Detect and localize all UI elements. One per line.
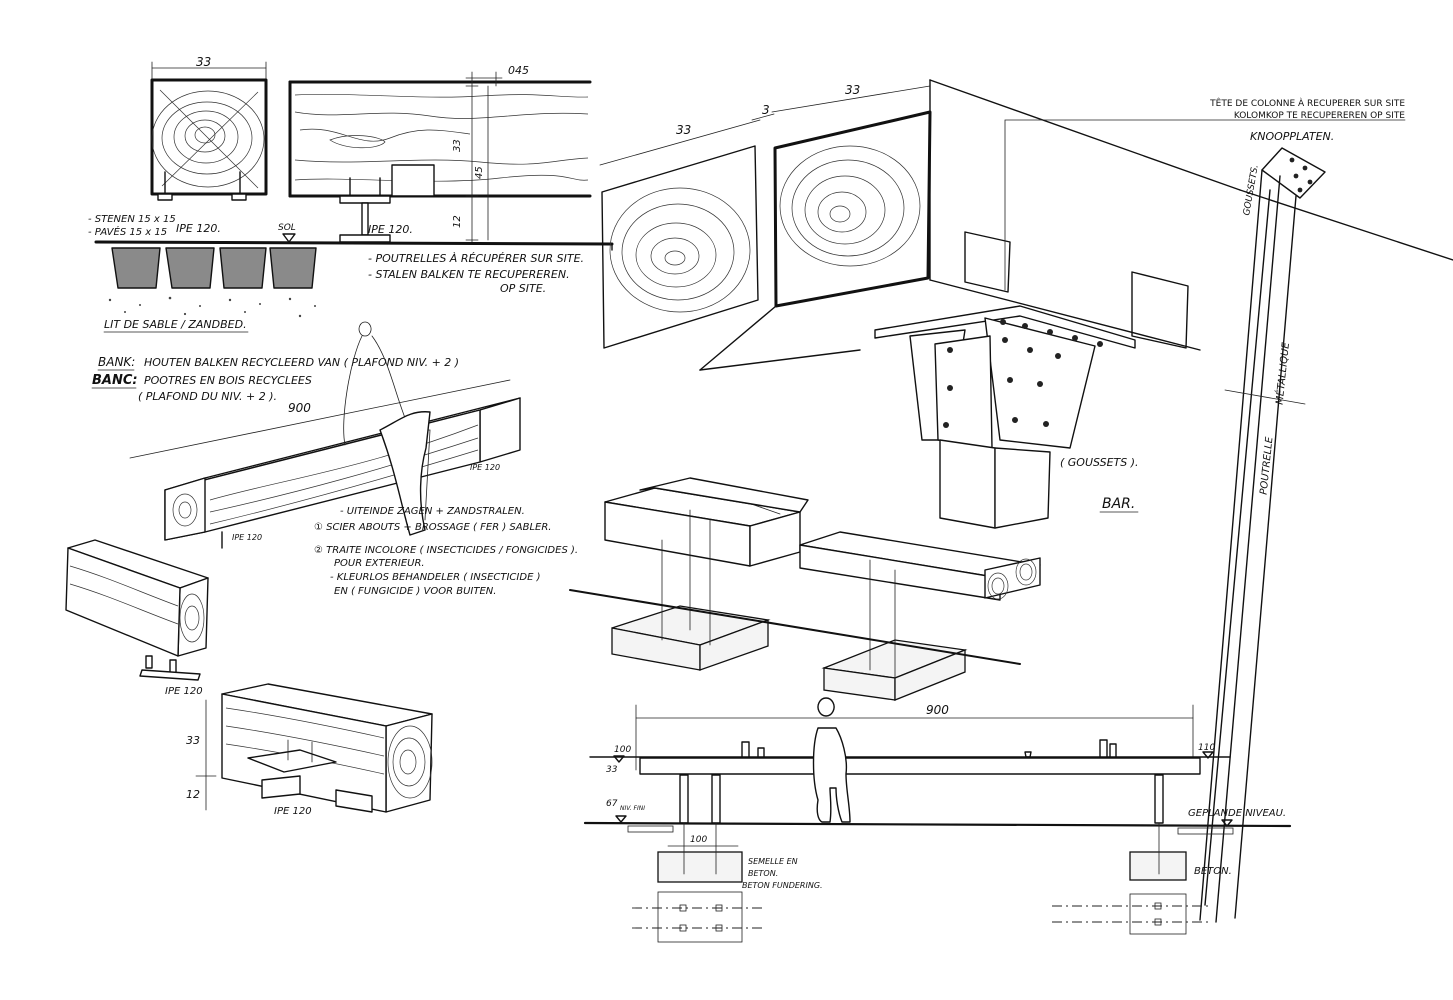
label-sand-bed: LIT DE SABLE / ZANDBED. (104, 318, 247, 331)
label-banc-title: BANC: (92, 373, 138, 388)
timber-cross-section: 33 (150, 55, 268, 201)
label-beton: BETON. (1194, 866, 1232, 877)
dim-bench-length: 900 (288, 401, 311, 415)
label-poutrelles-nl-2: OP SITE. (500, 282, 546, 295)
label-ipe-bench-b: IPE 120 (232, 533, 262, 542)
label-ipe-block-1: IPE 120 (165, 686, 203, 697)
label-ipe-bench-a: IPE 120 (470, 463, 500, 472)
bench-perspective: 900 IPE 120 IPE 120 (129, 321, 521, 549)
label-banc-text-2: ( PLAFOND DU NIV. + 2 ). (138, 390, 277, 403)
note-fr-2: ② TRAITE INCOLORE ( INSECTICIDES / FONGI… (314, 545, 578, 556)
dim-section-width: 33 (196, 55, 211, 69)
label-ipe-section-1: IPE 120. (176, 222, 221, 235)
note-fr-3: POUR EXTERIEUR. (334, 558, 425, 569)
label-poutrelles-nl-1: - STALEN BALKEN TE RECUPEREREN. (368, 268, 570, 281)
dim-footing-width: 100 (690, 835, 707, 845)
bench-description: BANK: HOUTEN BALKEN RECYCLEERD VAN ( PLA… (91, 355, 459, 403)
dim-bar-length: 900 (926, 703, 949, 717)
label-knoopplaten: KNOOPPLATEN. (1250, 130, 1334, 143)
dim-bar-gap: 3 (762, 103, 770, 117)
label-poutrelles-fr: - POUTRELLES À RÉCUPÉRER SUR SITE. (368, 252, 584, 265)
label-bank-text: HOUTEN BALKEN RECYCLEERD VAN ( PLAFOND N… (144, 356, 459, 369)
label-banc-text-1: POOTRES EN BOIS RECYCLEES (144, 374, 312, 387)
label-bar: BAR. (1102, 496, 1135, 512)
label-ipe-section-2: IPE 120. (368, 223, 413, 236)
level-67: 67 (606, 799, 618, 809)
dim-height-45: 45 (474, 166, 485, 179)
level-100: 100 (614, 745, 631, 755)
label-semelle-2: BETON. (748, 869, 778, 878)
level-110: 110 (1198, 743, 1215, 753)
label-paves: - PAVÉS 15 x 15 (88, 225, 167, 238)
dim-height-12: 12 (452, 215, 463, 228)
paving-section: - STENEN 15 x 15 - PAVÉS 15 x 15 IPE 120… (88, 214, 614, 333)
treatment-notes: - UITEINDE ZAGEN + ZANDSTRALEN. ① SCIER … (314, 506, 578, 597)
dim-bench-height-12: 12 (186, 788, 200, 801)
note-fr-1: ① SCIER ABOUTS + BROSSAGE ( FER ) SABLER… (314, 522, 551, 533)
level-nivfini: NIV. FINI (620, 805, 645, 812)
label-column-head-fr: TÊTE DE COLONNE À RECUPERER SUR SITE (1209, 97, 1405, 109)
block-bench: 33 12 IPE 120 (186, 683, 433, 817)
note-nl-1: - UITEINDE ZAGEN + ZANDSTRALEN. (340, 506, 525, 517)
label-sol: SOL (278, 223, 296, 233)
beam-end-detail: IPE 120 (65, 539, 209, 697)
dim-bench-height-33: 33 (186, 734, 200, 747)
label-metallique: MÉTALLIQUE (1273, 341, 1293, 405)
dim-bar-height-33: 33 (606, 765, 618, 775)
bar-perspective: 33 3 33 (599, 79, 1453, 529)
dim-height-33: 33 (452, 139, 463, 152)
label-ipe-block-2: IPE 120 (274, 806, 312, 817)
label-bank-title: BANK: (98, 355, 135, 369)
label-stones: - STENEN 15 x 15 (88, 214, 176, 225)
note-nl-2: - KLEURLOS BEHANDELER ( INSECTICIDE ) (330, 572, 540, 583)
label-geplande-niveau: GEPLANDE NIVEAU. (1188, 808, 1286, 819)
label-goussets: ( GOUSSETS ). (1060, 456, 1139, 469)
label-semelle-1: SEMELLE EN (748, 857, 798, 866)
label-column-head-nl: KOLOMKOP TE RECUPEREREN OP SITE (1234, 111, 1405, 121)
dim-bar-beam-b: 33 (845, 83, 860, 97)
label-goussets-vertical: GOUSSETS. (1242, 164, 1261, 216)
dim-gap: 045 (508, 64, 529, 77)
timber-elevation: 045 33 45 12 IPE 120. (288, 64, 592, 245)
dim-bar-beam-a: 33 (676, 123, 691, 137)
label-semelle-3: BETON FUNDERING. (742, 881, 823, 890)
recovered-column: KNOOPPLATEN. GOUSSETS. MÉTALLIQUE POUTRE… (1199, 130, 1334, 923)
bar-blocks (569, 477, 1041, 701)
bar-elevation: 900 100 110 33 67 NIV. FINI GEPLANDE NIV… (583, 697, 1292, 943)
note-nl-3: EN ( FUNGICIDE ) VOOR BUITEN. (334, 586, 496, 597)
